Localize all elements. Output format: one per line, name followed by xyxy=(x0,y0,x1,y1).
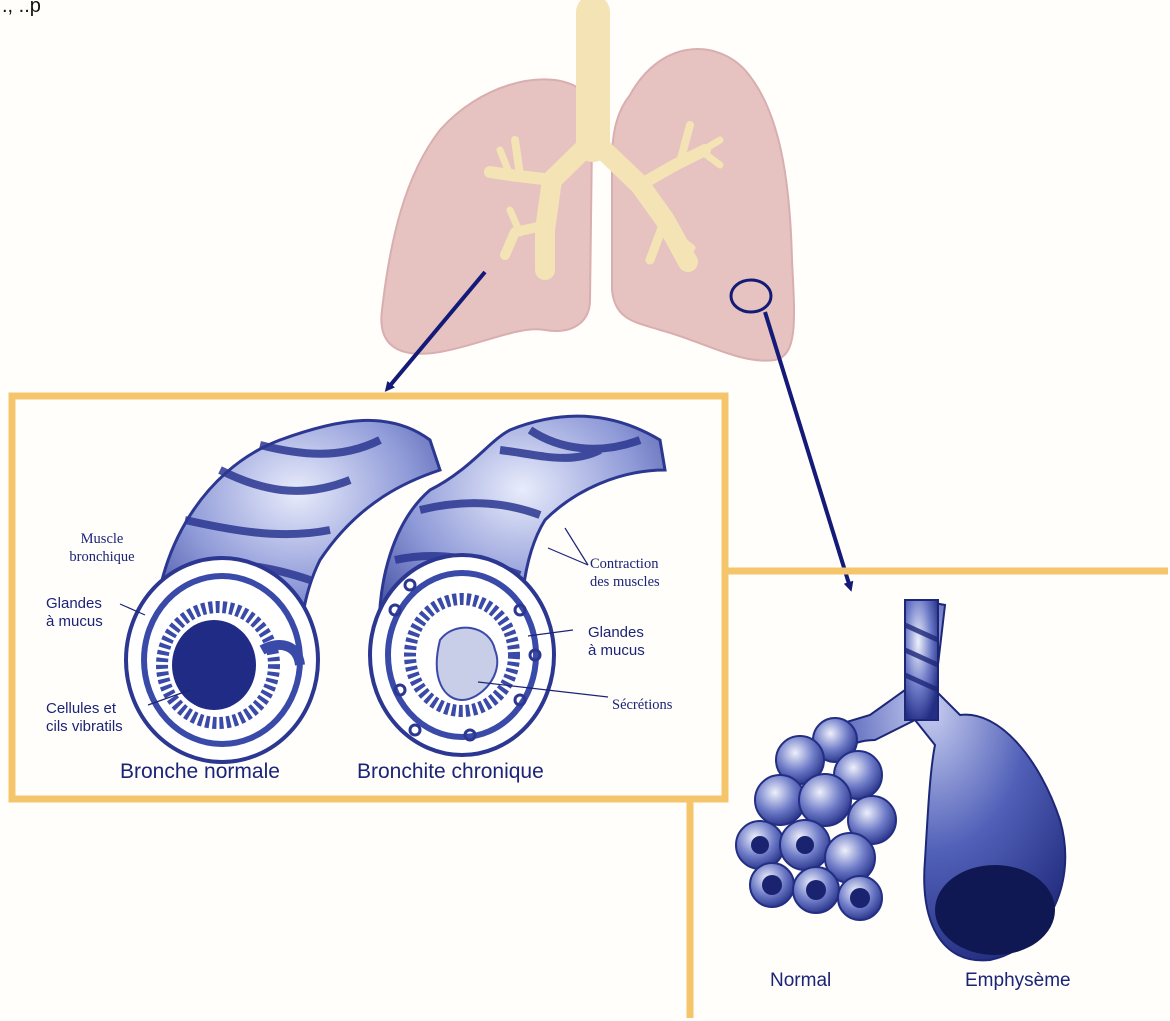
caption-bronche-normale: Bronche normale xyxy=(120,760,280,784)
right-lung xyxy=(381,79,592,353)
alveoli-illustration xyxy=(736,600,1065,960)
label-secretions: Sécrétions xyxy=(612,696,672,714)
label-cellules: Cellules et cils vibratils xyxy=(46,700,123,736)
label-glandes-left-text: Glandes à mucus xyxy=(46,595,103,630)
label-muscle-bronchique: Muscle bronchique xyxy=(63,530,141,566)
label-contraction-text: Contraction des muscles xyxy=(590,556,660,590)
header-fragment: ., ..p xyxy=(2,0,41,17)
label-muscle-line: Muscle bronchique xyxy=(69,531,134,565)
caption-bronchite-chronique: Bronchite chronique xyxy=(357,760,544,784)
label-glandes-right: Glandes à mucus xyxy=(588,624,645,660)
label-glandes-right-text: Glandes à mucus xyxy=(588,624,645,659)
caption-normal: Normal xyxy=(770,970,831,992)
label-glandes-left: Glandes à mucus xyxy=(46,595,103,631)
caption-emphyseme: Emphysème xyxy=(965,970,1071,992)
arrow-to-alveoli xyxy=(765,312,850,587)
label-cellules-text: Cellules et cils vibratils xyxy=(46,700,123,735)
lungs-illustration xyxy=(381,12,794,361)
label-contraction: Contraction des muscles xyxy=(590,555,660,591)
